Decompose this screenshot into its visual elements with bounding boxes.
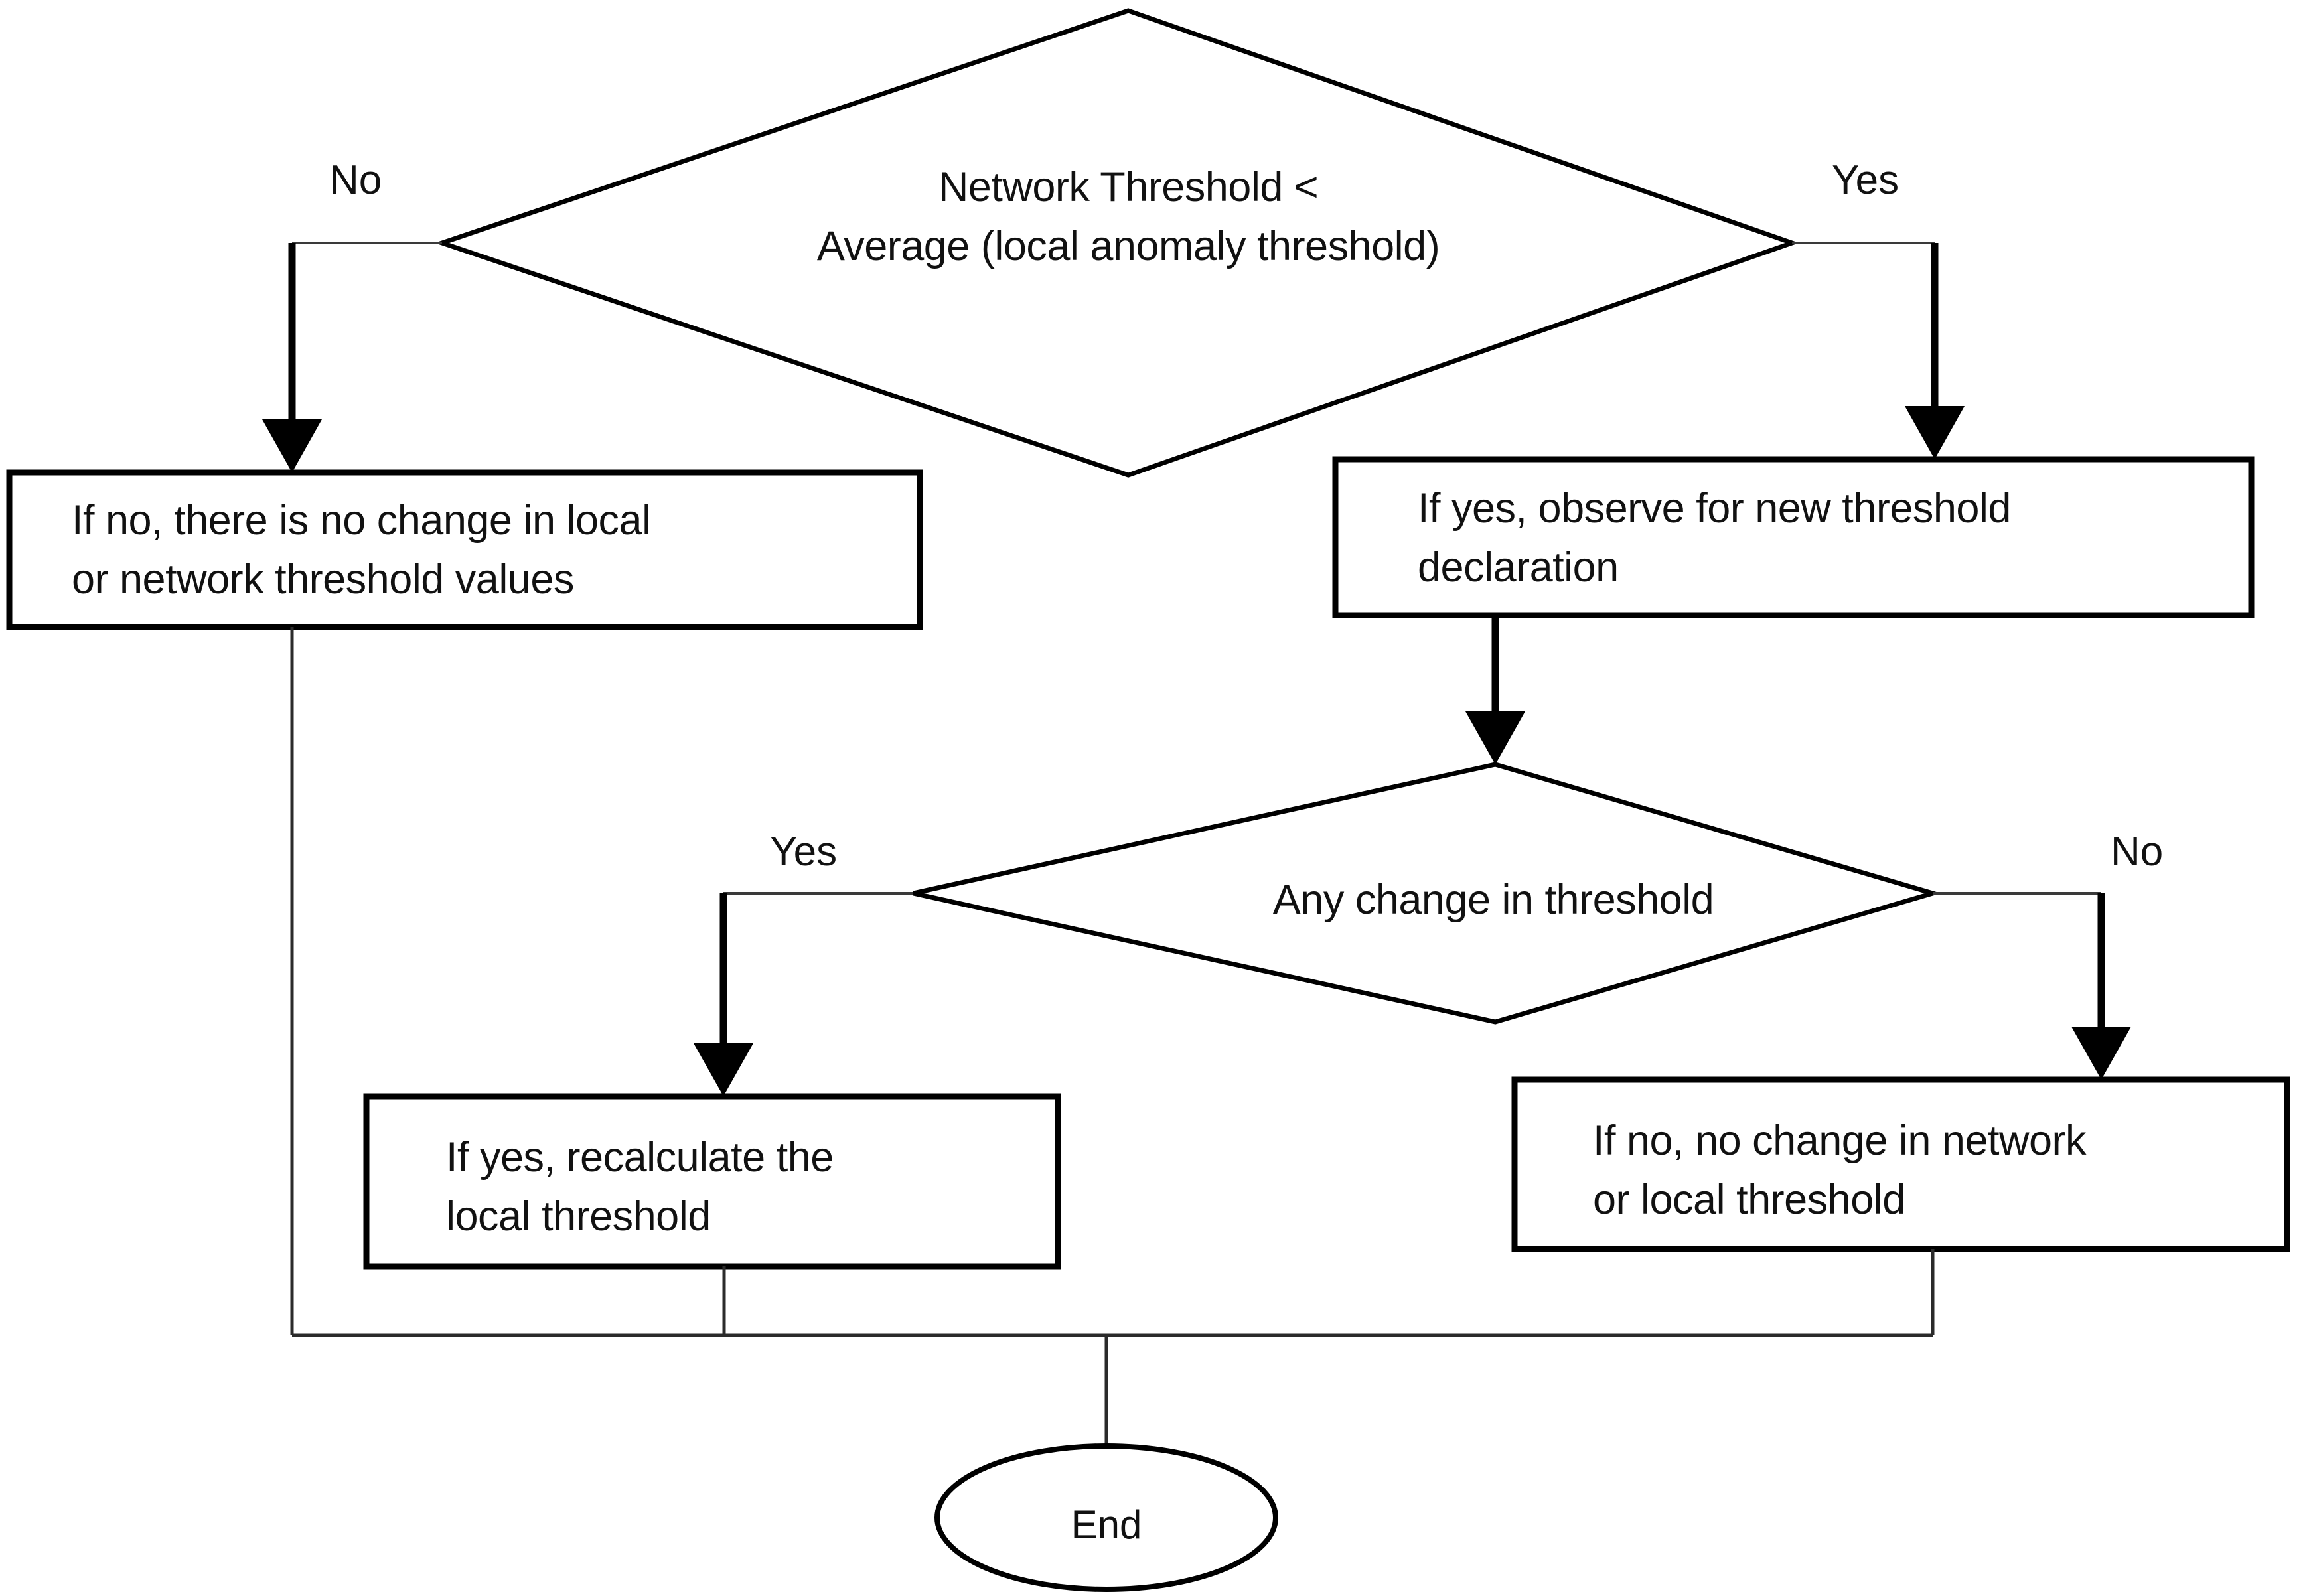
arrow-head-mid-yes [694,1043,753,1096]
edge-label-mid-yes: Yes [770,829,838,875]
arrow-head-top-yes [1905,406,1965,459]
arrow-head-observe-to-decision [1465,711,1525,764]
process-recalculate-label: If yes, recalculate the local threshold [446,1134,834,1240]
edge-label-top-yes: Yes [1832,157,1899,203]
process-observe-label: If yes, observe for new threshold declar… [1418,485,2011,591]
process-no-change-label: If no, there is no change in local or ne… [72,497,651,603]
terminator-end-label: End [1071,1502,1142,1547]
edge-label-top-no: No [329,157,382,203]
process-no-change-2-label: If no, no change in network or local thr… [1593,1118,2087,1224]
edge-label-mid-no: No [2111,829,2164,875]
process-no-change-shape[interactable] [6,469,923,630]
decision-change-label: Any change in threshold [1272,877,1714,923]
arrow-head-top-no [262,419,322,472]
arrow-head-mid-no [2071,1027,2131,1080]
terminator-end-shape[interactable] [934,1443,1278,1592]
decision-top-label: Network Threshold < Average (local anoma… [816,164,1440,270]
process-observe-shape[interactable] [1332,456,2255,618]
decision-change-shape[interactable] [913,762,1941,1025]
decision-top-shape[interactable] [435,8,1799,478]
process-no-change-2-shape[interactable] [1511,1076,2290,1252]
process-recalculate-shape[interactable] [363,1093,1061,1270]
